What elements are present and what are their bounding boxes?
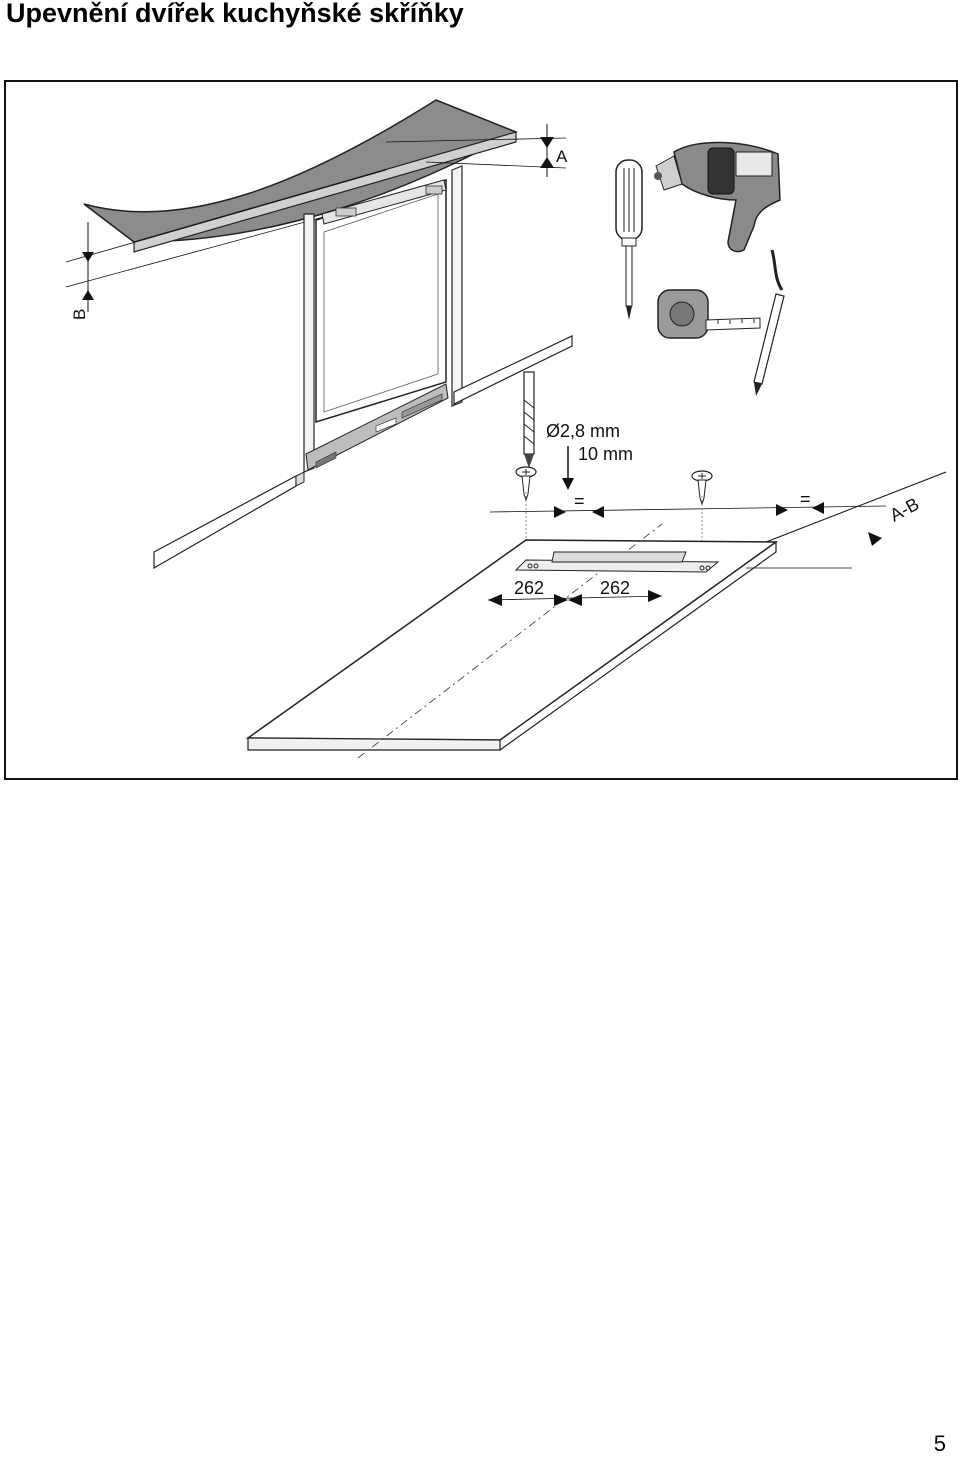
dimension-b-label: B bbox=[70, 309, 89, 320]
screw-icon-right bbox=[691, 470, 713, 506]
drill-bit-icon bbox=[523, 371, 535, 468]
drill-spec: Ø2,8 mm 10 mm bbox=[546, 421, 633, 490]
pencil-icon bbox=[753, 293, 785, 396]
offset-dimension: A-B bbox=[746, 471, 947, 569]
installation-figure: A B bbox=[4, 80, 958, 780]
countertop bbox=[83, 99, 518, 253]
drill-diameter-label: Ø2,8 mm bbox=[546, 421, 620, 441]
equal-dimensions: = = bbox=[489, 489, 887, 572]
page-number: 5 bbox=[933, 1431, 946, 1456]
drill-icon bbox=[654, 141, 784, 291]
distance-right-label: 262 bbox=[600, 578, 630, 598]
distance-left-label: 262 bbox=[514, 578, 544, 598]
page-title: Upevnění dvířek kuchyňské skříňky bbox=[6, 0, 464, 28]
drill-depth-label: 10 mm bbox=[578, 444, 633, 464]
plinth bbox=[153, 335, 573, 570]
offset-label: A-B bbox=[886, 494, 922, 526]
equal-right-label: = bbox=[800, 489, 811, 509]
equal-left-label: = bbox=[574, 491, 585, 511]
hole-distance-dimensions: 262 262 bbox=[487, 578, 663, 606]
screw-icon-left bbox=[515, 466, 537, 502]
dimension-a-label: A bbox=[556, 147, 568, 166]
cabinet-appliance bbox=[303, 165, 463, 473]
dimension-a: A bbox=[385, 124, 568, 177]
screwdriver-icon bbox=[615, 159, 643, 320]
installation-drawing: A B bbox=[65, 99, 947, 759]
tape-measure-icon bbox=[657, 289, 761, 339]
door-panel bbox=[245, 523, 779, 759]
